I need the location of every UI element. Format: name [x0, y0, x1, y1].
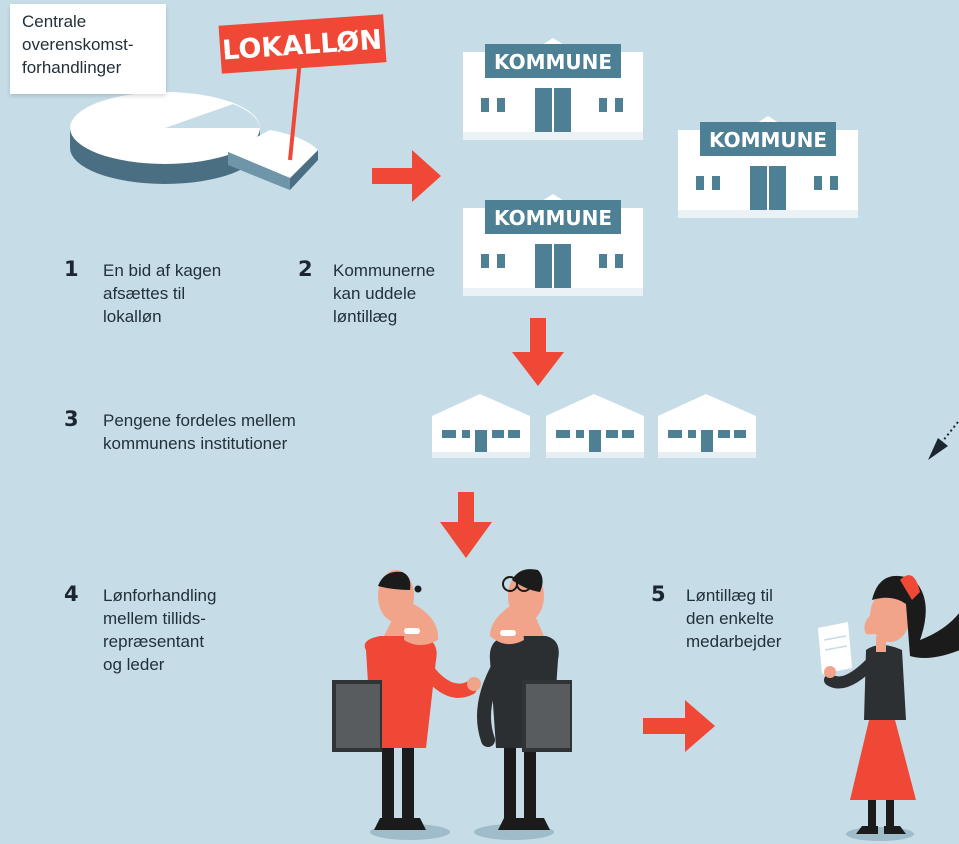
arrow-right-2-icon	[643, 700, 715, 752]
step-3-number: 3	[64, 407, 79, 431]
municipality-building: KOMMUNE	[463, 38, 643, 140]
negotiating-people-illustration	[332, 569, 572, 840]
paper-icon	[818, 622, 852, 674]
municipality-building: KOMMUNE	[678, 116, 858, 218]
step-2-number: 2	[298, 257, 313, 281]
step-5-number: 5	[651, 582, 666, 606]
arrow-right-1-icon	[372, 150, 441, 202]
central-negotiations-text: Centrale overenskomst- forhandlinger	[22, 12, 134, 77]
kommune-label: KOMMUNE	[709, 128, 827, 152]
institution-building	[546, 394, 644, 458]
cake-slice-icon	[228, 130, 318, 190]
step-2-text: Kommunerne kan uddele løntillæg	[333, 261, 436, 326]
municipality-building: KOMMUNE	[463, 194, 643, 296]
institution-building	[432, 394, 530, 458]
step-3-text: Pengene fordeles mellem kommunens instit…	[103, 411, 296, 453]
manager-figure	[477, 569, 572, 830]
institution-buildings	[432, 394, 756, 458]
pie-chart-icon	[70, 92, 318, 190]
employee-woman-figure	[818, 575, 959, 841]
kommune-label: KOMMUNE	[494, 50, 612, 74]
union-representative-figure	[332, 570, 481, 830]
kommune-label: KOMMUNE	[494, 206, 612, 230]
dotted-arrow-icon	[928, 421, 959, 460]
institution-building	[658, 394, 756, 458]
arrow-down-2-icon	[440, 492, 492, 558]
step-5-text: Løntillæg til den enkelte medarbejder	[686, 586, 782, 651]
arrow-down-1-icon	[512, 318, 564, 386]
step-1-number: 1	[64, 257, 79, 281]
lokallon-sign: LOKALLØN	[218, 14, 387, 161]
step-4-text: Lønforhandling mellem tillids- repræsent…	[103, 586, 217, 674]
municipality-buildings: KOMMUNE KOMMUNE KOMMUNE	[463, 38, 858, 296]
step-1-text: En bid af kagen afsættes til lokalløn	[103, 261, 222, 326]
step-4-number: 4	[64, 582, 79, 606]
central-negotiations-box: Centrale overenskomst- forhandlinger	[10, 4, 166, 94]
